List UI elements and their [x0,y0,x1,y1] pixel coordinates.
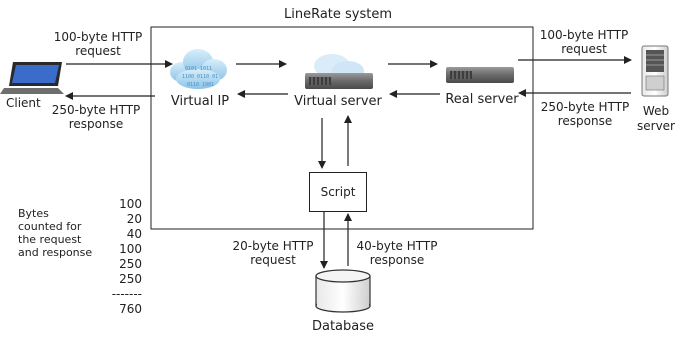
svg-text:0110 1001: 0110 1001 [187,82,214,88]
bytes-total: 760 [119,302,142,316]
web-response-label: 250-byte HTTP response [540,100,630,128]
bytes-value: 250 [119,272,142,286]
client-response-label: 250-byte HTTP response [51,103,141,131]
db-response-label: 40-byte HTTP response [356,239,438,267]
laptop-icon [0,62,64,94]
database-label: Database [311,319,375,334]
virtual-server-label: Virtual server [294,94,382,109]
real-server-icon [446,67,514,83]
db-request-label: 20-byte HTTP request [232,239,314,267]
virtual-server-icon [305,54,373,89]
svg-text:1100 0110 01: 1100 0110 01 [182,74,218,80]
database-icon [315,269,371,313]
bytes-value: 40 [126,227,142,241]
svg-text:0101 1011: 0101 1011 [185,66,212,72]
bytes-value: 250 [119,257,142,271]
client-request-label: 100-byte HTTP request [53,30,143,58]
linerate-system-boundary [150,26,534,230]
bytes-value: 100 [119,242,142,256]
bytes-value: 100 [119,197,142,211]
cloud-icon: 0101 1011 1100 0110 01 0110 1001 [170,49,227,89]
client-label: Client [6,96,41,110]
web-request-label: 100-byte HTTP request [539,28,629,56]
virtual-ip-label: Virtual IP [170,94,230,109]
system-title: LineRate system [283,7,393,22]
real-server-label: Real server [445,92,519,107]
bytes-legend-label: Bytes counted for the request and respon… [18,207,93,259]
bytes-values: 100 20 40 100 250 250 ------- 760 [100,197,142,317]
bytes-separator: ------- [111,287,142,301]
script-box: Script [309,172,367,212]
script-label: Script [320,185,356,199]
bytes-value: 20 [126,212,142,226]
web-server-label: Web server [637,104,675,133]
web-server-icon [641,45,669,97]
